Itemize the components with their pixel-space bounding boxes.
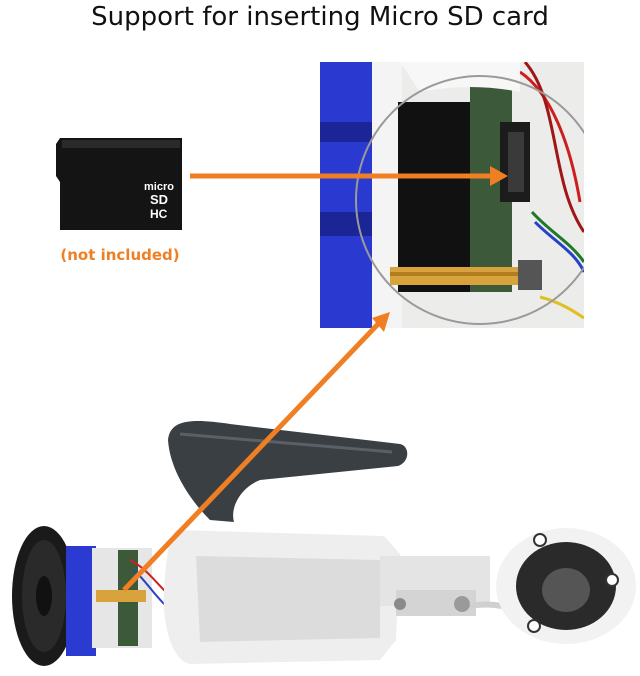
page-title: Support for inserting Micro SD card [91, 2, 549, 32]
sd-logo-hc-text: HC [150, 207, 168, 221]
not-included-note: (not included) [60, 246, 180, 264]
pcb-closeup-photo [320, 62, 584, 328]
sd-logo-sd-text: SD [150, 192, 168, 207]
sd-logo-micro-text: micro [144, 181, 174, 193]
micro-sd-card-image: micro SD HC [56, 138, 182, 230]
camera-disassembly-photo [12, 421, 636, 666]
